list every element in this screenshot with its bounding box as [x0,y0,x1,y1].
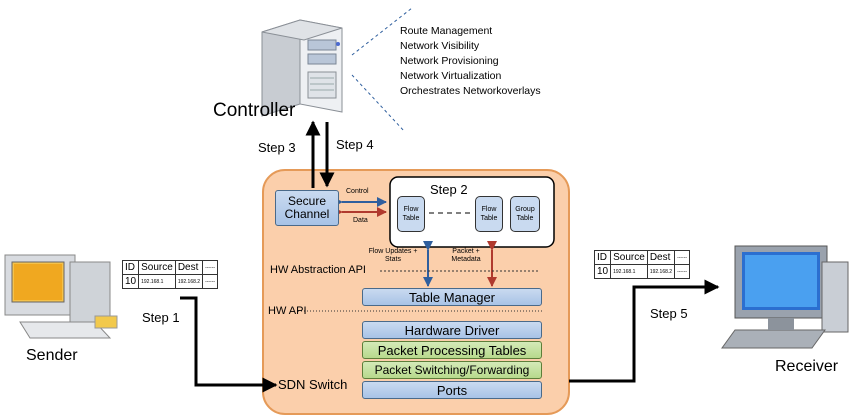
ports-box: Ports [362,381,542,399]
hw-api-label: HW API [268,305,307,317]
packet-value-row: 10 192.168.1 192.168.2 ------ [121,274,219,289]
secure-channel-box: Secure Channel [275,190,339,226]
controller-functions-list: Route Management Network Visibility Netw… [400,24,541,99]
function-network-visibility: Network Visibility [400,40,480,52]
data-label: Data [353,217,368,224]
sdn-switch-label: SDN Switch [278,377,348,392]
packet-header-table-receiver: ID Source Dest ------ 10 192.168.1 192.1… [593,250,691,279]
value-dest: 192.168.2 [174,274,204,289]
packet-value-row: 10 192.168.1 192.168.2 ------ [593,264,691,279]
step1-path [180,296,278,393]
function-network-provisioning: Network Provisioning [400,55,499,67]
controller-label: Controller [213,100,296,121]
value-source: 192.168.1 [138,274,176,289]
group-table: Group Table [510,196,540,232]
packet-processing-tables-label: Packet Processing Tables [377,342,527,358]
flow-table-1: Flow Table [397,196,425,232]
header-id: ID [593,250,612,265]
packet-switching-label: Packet Switching/Forwarding [374,363,530,377]
packet-metadata-label: Packet + Metadata [451,248,481,263]
packet-header-row: ID Source Dest ------ [593,250,691,265]
sender-label: Sender [26,347,78,364]
header-dest: Dest [646,250,676,265]
hw-abstraction-api-label: HW Abstraction API [270,264,366,276]
function-fan-lines [351,7,413,133]
value-id: 10 [593,264,612,279]
receiver-label: Receiver [775,358,839,375]
flow-table-2-label: Flow Table [480,206,498,222]
control-label: Control [346,188,369,195]
packet-header-row: ID Source Dest ------ [121,260,219,275]
table-manager-box: Table Manager [362,288,542,306]
ports-label: Ports [436,382,468,398]
step3-label: Step 3 [258,140,296,155]
secure-channel-label: Secure Channel [284,194,330,221]
function-network-virtualization: Network Virtualization [400,70,502,82]
hardware-driver-box: Hardware Driver [362,321,542,339]
header-id: ID [121,260,140,275]
header-more: ------ [202,260,219,275]
header-more: ------ [674,250,691,265]
step2-label: Step 2 [430,182,468,197]
flow-table-2: Flow Table [475,196,503,232]
hardware-driver-label: Hardware Driver [404,322,500,338]
packet-switching-box: Packet Switching/Forwarding [362,361,542,379]
packet-processing-tables-box: Packet Processing Tables [362,341,542,359]
header-dest: Dest [174,260,204,275]
value-more: ------ [202,274,219,289]
receiver-computer-icon [721,245,849,349]
value-dest: 192.168.2 [646,264,676,279]
function-route-management: Route Management [400,25,493,37]
flow-table-1-label: Flow Table [402,206,420,222]
header-source: Source [610,250,648,265]
value-more: ------ [674,264,691,279]
group-table-label: Group Table [515,206,535,222]
header-source: Source [138,260,176,275]
sender-computer-icon [4,254,118,339]
step1-label: Step 1 [142,310,180,325]
step5-path [569,279,720,383]
function-orchestrates-overlays: Orchestrates Networkoverlays [400,85,541,97]
step5-label: Step 5 [650,306,688,321]
packet-header-table-sender: ID Source Dest ------ 10 192.168.1 192.1… [121,260,219,289]
controller-server-icon [261,19,343,117]
flow-updates-label: Flow Updates + Stats [368,248,418,263]
value-source: 192.168.1 [610,264,648,279]
table-manager-label: Table Manager [409,289,495,305]
value-id: 10 [121,274,140,289]
step4-label: Step 4 [336,137,374,152]
